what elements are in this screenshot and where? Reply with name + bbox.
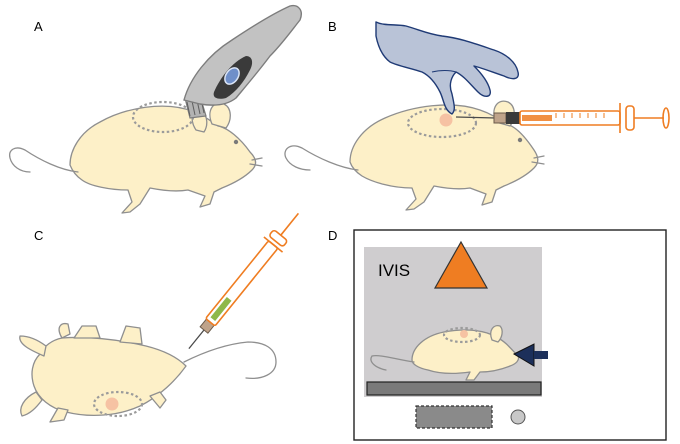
shaved-area-outline <box>442 326 482 344</box>
needle <box>188 329 205 350</box>
gloved-hand <box>375 21 519 115</box>
tumor <box>460 330 468 338</box>
mouse-front-paw-right <box>73 325 101 339</box>
ivis-label: IVIS <box>378 261 410 280</box>
mouse-ear-left <box>58 322 71 339</box>
syringe-fluid <box>210 297 232 322</box>
panel-b: B <box>284 19 670 211</box>
control-panel-display <box>415 405 493 429</box>
panel-label-d: D <box>328 228 337 243</box>
mouse-tail <box>284 145 359 171</box>
mouse-front-paw-left <box>19 335 47 357</box>
plunger-thumb-rest <box>662 107 670 129</box>
needle-hub <box>493 112 507 124</box>
mouse-hind-paw-upper <box>119 325 143 345</box>
shaved-area-outline <box>92 390 144 418</box>
shaved-area-outline <box>406 107 478 139</box>
panel-label-a: A <box>34 19 43 34</box>
syringe-finger-grip <box>625 105 635 131</box>
hair-clipper <box>183 4 302 119</box>
clipper-power-button <box>224 67 240 85</box>
imaging-stage <box>366 381 542 396</box>
mouse-whiskers <box>249 157 263 167</box>
tumor <box>105 397 119 411</box>
syringe-tip <box>506 112 520 124</box>
mouse-d <box>370 324 520 381</box>
mouse-c-supine <box>19 322 277 423</box>
panel-c: C <box>19 212 300 423</box>
panel-d: D IVIS <box>328 228 667 441</box>
tumor-cell-bleb <box>439 113 453 127</box>
syringe-c <box>188 212 300 350</box>
mouse-a <box>9 100 263 214</box>
mouse-eye <box>517 137 523 143</box>
mouse-body <box>411 329 520 381</box>
anesthesia-tube <box>534 351 548 359</box>
syringe-graduations <box>555 113 605 118</box>
mouse-body <box>69 105 257 214</box>
mouse-tail <box>183 341 277 380</box>
mouse-head <box>20 391 43 417</box>
mouse-tail <box>370 354 415 371</box>
panel-a: A <box>9 4 302 214</box>
mouse-ear <box>490 324 503 343</box>
needle-hub <box>199 318 215 334</box>
syringe-b <box>455 103 670 133</box>
plunger-rod <box>280 212 300 236</box>
clipper-body <box>183 4 302 106</box>
glove-finger-crease <box>431 69 457 73</box>
mouse-front-paw-lower <box>49 407 69 423</box>
syringe-fluid <box>522 115 552 121</box>
mouse-eye <box>233 139 239 145</box>
clipper-teeth <box>186 98 205 117</box>
mouse-ear <box>209 102 231 129</box>
mouse-hind-paw-lower <box>149 391 167 409</box>
mouse-whiskers <box>531 155 545 165</box>
mouse-body <box>349 104 539 211</box>
power-button <box>510 409 526 425</box>
ivis-camera-cone <box>433 240 489 289</box>
glove-shape <box>375 21 519 115</box>
mouse-tail <box>9 147 79 173</box>
panel-label-b: B <box>328 19 337 34</box>
syringe-finger-grip <box>269 229 288 247</box>
panel-label-c: C <box>34 228 43 243</box>
syringe-flange <box>263 236 284 253</box>
needle <box>455 116 497 119</box>
